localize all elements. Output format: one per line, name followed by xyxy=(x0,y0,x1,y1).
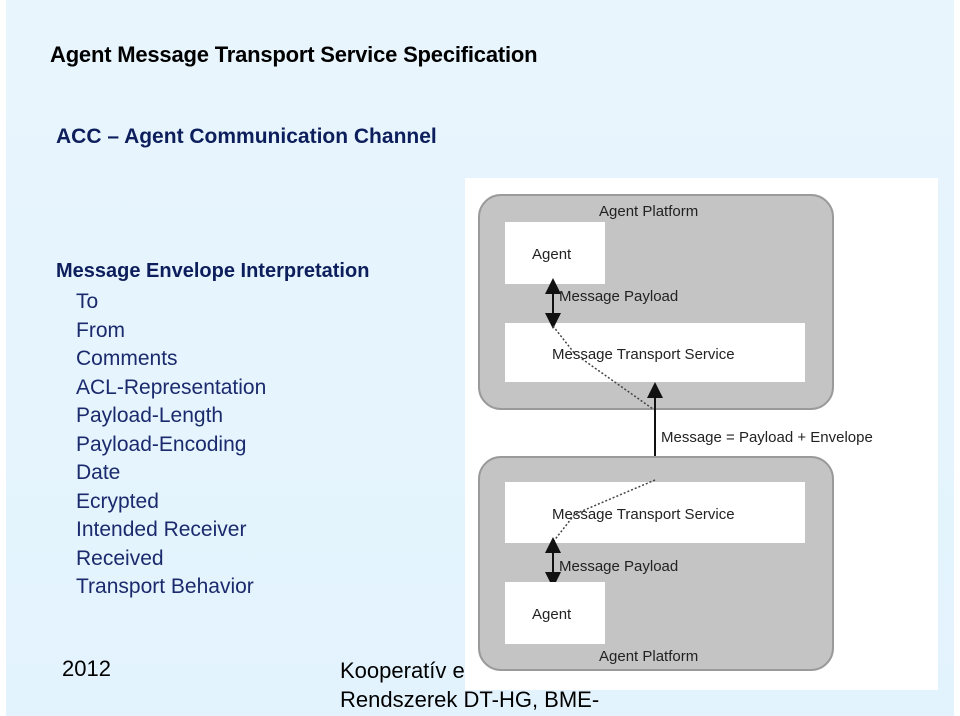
field-acl-representation: ACL-Representation xyxy=(76,375,267,399)
envelope-field-list: To From Comments ACL-Representation Payl… xyxy=(76,288,266,602)
field-to: To xyxy=(76,290,99,313)
slide-edge-right xyxy=(954,0,960,716)
link-label: Message = Payload + Envelope xyxy=(661,429,873,446)
footer-year: 2012 xyxy=(62,656,111,681)
field-payload-encoding: Payload-Encoding xyxy=(76,432,247,456)
field-encrypted: Ecrypted xyxy=(76,489,159,513)
slide-subtitle: ACC – Agent Communication Channel xyxy=(56,125,437,148)
field-received: Received xyxy=(76,546,164,570)
slide-edge-left xyxy=(0,0,6,716)
bottom-dotted-route xyxy=(552,479,656,543)
slide-title: Agent Message Transport Service Specific… xyxy=(50,42,538,67)
bottom-payload-label: Message Payload xyxy=(559,558,678,575)
footer-course-line2: Rendszerek DT-HG, BME- xyxy=(340,687,600,712)
field-payload-length: Payload-Length xyxy=(76,404,224,427)
bottom-platform-label: Agent Platform xyxy=(599,648,698,665)
bottom-mts-box xyxy=(505,482,805,543)
field-transport-behavior: Transport Behavior xyxy=(76,575,254,598)
bottom-agent-box xyxy=(505,582,605,644)
top-platform-label: Agent Platform xyxy=(599,203,698,220)
bottom-mts-label: Message Transport Service xyxy=(552,506,735,523)
transport-diagram: Agent Platform Agent Message Payload Mes… xyxy=(465,178,938,690)
field-comments: Comments xyxy=(76,347,178,370)
top-mts-box xyxy=(505,323,805,382)
bottom-agent-label: Agent xyxy=(532,606,572,623)
top-agent-box xyxy=(505,222,605,284)
top-payload-label: Message Payload xyxy=(559,288,678,305)
field-from: From xyxy=(76,318,125,342)
top-agent-label: Agent xyxy=(532,246,572,263)
field-intended-receiver: Intended Receiver xyxy=(76,518,247,541)
top-mts-label: Message Transport Service xyxy=(552,346,735,363)
footer-course-line1: Kooperatív e xyxy=(340,658,465,683)
section-heading: Message Envelope Interpretation xyxy=(56,260,370,282)
footer-course: Kooperatív e Rendszerek DT-HG, BME- xyxy=(340,656,599,714)
field-date: Date xyxy=(76,461,121,484)
